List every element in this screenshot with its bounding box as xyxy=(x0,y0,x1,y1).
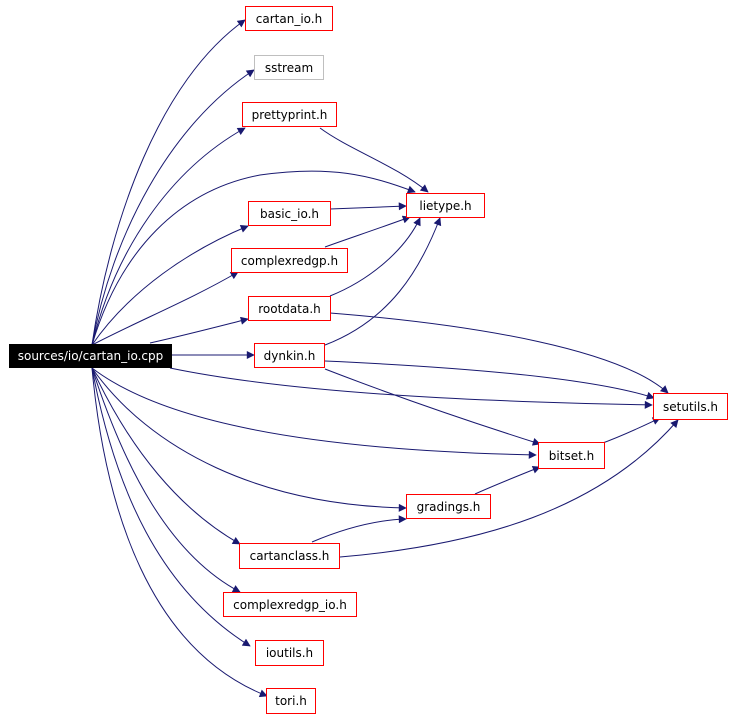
edge-rootdata-lietype xyxy=(329,217,421,297)
edge-root-cartanclass xyxy=(91,367,241,545)
edge-rootdata-setutils xyxy=(329,312,669,394)
node-sstream-label: sstream xyxy=(265,61,313,75)
edge-complexredgp-lietype xyxy=(324,215,411,248)
edge-root-tori xyxy=(91,367,268,698)
node-tori_h[interactable]: tori.h xyxy=(266,688,316,714)
edge-root-setutils xyxy=(169,367,653,409)
node-rootdata_h[interactable]: rootdata.h xyxy=(248,296,331,321)
edge-root-basic_io xyxy=(91,225,249,346)
node-prettyprint_h[interactable]: prettyprint.h xyxy=(242,102,337,127)
edge-root-ioutils xyxy=(91,367,251,647)
edge-gradings-bitset xyxy=(474,465,541,495)
node-complexredgp_io_h-label: complexredgp_io.h xyxy=(233,598,347,612)
edge-prettyprint-lietype xyxy=(319,127,429,193)
node-cartanclass_h[interactable]: cartanclass.h xyxy=(239,543,340,569)
node-rootdata_h-label: rootdata.h xyxy=(258,302,321,316)
node-ioutils_h-label: ioutils.h xyxy=(266,646,313,660)
node-dynkin_h-label: dynkin.h xyxy=(264,349,316,363)
node-basic_io_h-label: basic_io.h xyxy=(260,207,319,221)
edge-dynkin-lietype xyxy=(324,217,442,346)
edge-basic_io-lietype xyxy=(329,202,407,211)
node-bitset_h-label: bitset.h xyxy=(549,449,594,463)
edge-root-complexredgp_io xyxy=(91,367,241,593)
node-sstream[interactable]: sstream xyxy=(254,55,324,80)
node-prettyprint_h-label: prettyprint.h xyxy=(252,108,328,122)
node-root[interactable]: sources/io/cartan_io.cpp xyxy=(9,344,172,368)
node-lietype_h-label: lietype.h xyxy=(419,199,471,213)
edge-bitset-setutils xyxy=(599,417,661,445)
node-complexredgp_h-label: complexredgp.h xyxy=(241,254,338,268)
edge-root-cartan_io xyxy=(91,19,246,346)
edge-cartanclass-setutils xyxy=(339,419,679,558)
node-dynkin_h[interactable]: dynkin.h xyxy=(254,343,325,368)
edge-cartanclass-gradings xyxy=(311,515,407,543)
node-cartanclass_h-label: cartanclass.h xyxy=(250,549,330,563)
edge-root-lietype xyxy=(91,170,416,346)
edge-root-prettyprint xyxy=(91,127,246,346)
node-complexredgp_io_h[interactable]: complexredgp_io.h xyxy=(223,592,357,617)
node-bitset_h[interactable]: bitset.h xyxy=(538,442,605,469)
node-gradings_h[interactable]: gradings.h xyxy=(406,494,491,519)
node-tori_h-label: tori.h xyxy=(275,694,307,708)
edge-dynkin-setutils xyxy=(324,360,655,400)
edge-dynkin-bitset xyxy=(324,368,541,446)
node-root-label: sources/io/cartan_io.cpp xyxy=(18,349,164,363)
node-ioutils_h[interactable]: ioutils.h xyxy=(255,640,324,666)
node-basic_io_h[interactable]: basic_io.h xyxy=(248,201,331,226)
edge-root-gradings xyxy=(91,367,407,512)
node-cartan_io_h-label: cartan_io.h xyxy=(256,12,322,26)
node-cartan_io_h[interactable]: cartan_io.h xyxy=(245,6,333,31)
edge-root-rootdata xyxy=(149,316,249,344)
node-setutils_h[interactable]: setutils.h xyxy=(653,393,728,420)
edge-root-complexredgp xyxy=(91,271,239,346)
node-gradings_h-label: gradings.h xyxy=(417,500,481,514)
edge-root-sstream xyxy=(91,69,255,346)
edge-root-bitset xyxy=(91,367,537,459)
node-setutils_h-label: setutils.h xyxy=(663,400,718,414)
node-complexredgp_h[interactable]: complexredgp.h xyxy=(231,248,348,273)
node-lietype_h[interactable]: lietype.h xyxy=(406,193,485,218)
